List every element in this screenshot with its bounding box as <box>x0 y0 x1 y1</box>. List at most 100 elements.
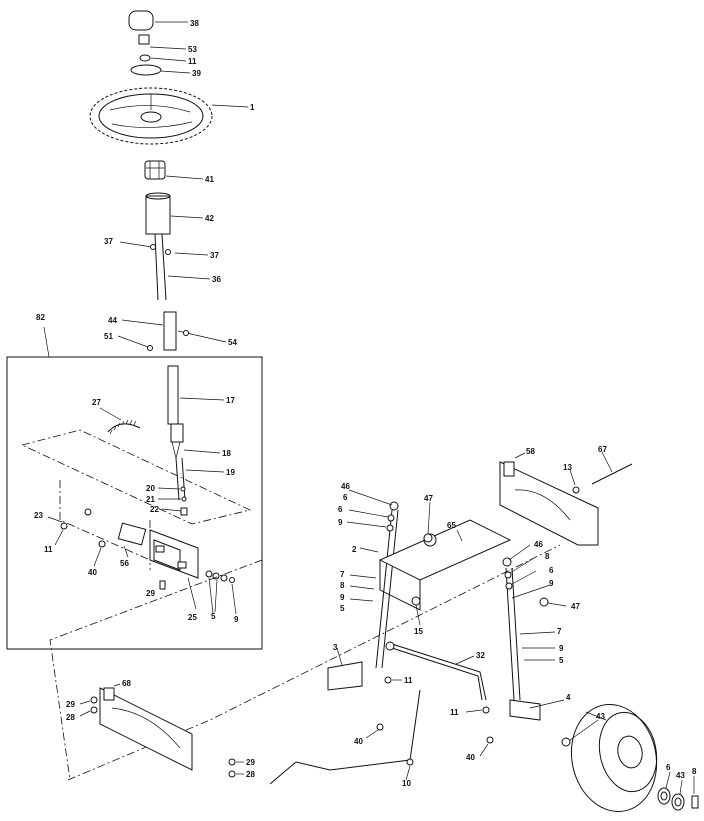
bolt-67 <box>591 451 633 485</box>
callout-32: 32 <box>476 651 485 660</box>
callout-46-right: 46 <box>534 540 543 549</box>
callout-43-bottom: 43 <box>676 771 685 780</box>
callout-58: 58 <box>526 447 535 456</box>
callout-7-left: 7 <box>340 570 345 579</box>
callout-41: 41 <box>205 175 214 184</box>
left-spindle-3 <box>327 647 363 691</box>
wheel-hardware-43-6-8 <box>561 719 699 811</box>
callout-82: 82 <box>36 313 45 322</box>
spindle-4 <box>502 544 565 721</box>
callout-39: 39 <box>192 69 201 78</box>
support-plate-dashed <box>20 429 252 570</box>
callout-56: 56 <box>120 559 129 568</box>
callout-27: 27 <box>92 398 101 407</box>
callout-28-left: 28 <box>66 713 75 722</box>
front-axle-65 <box>378 519 512 611</box>
fasteners-11-23-40 <box>47 508 106 567</box>
steering-shaft-36 <box>119 233 211 301</box>
callout-38: 38 <box>190 19 199 28</box>
callout-19: 19 <box>226 468 235 477</box>
callout-9-inset: 9 <box>234 615 239 624</box>
callout-9-left-b: 9 <box>340 593 345 602</box>
callout-5-left: 5 <box>340 604 345 613</box>
shaft-coupler-44 <box>117 311 227 351</box>
callout-37-left: 37 <box>104 237 113 246</box>
drag-link-pins <box>365 676 494 757</box>
callout-4: 4 <box>566 693 571 702</box>
callout-22: 22 <box>150 505 159 514</box>
spindle-2 <box>346 489 399 669</box>
callout-9-right-b: 9 <box>559 644 564 653</box>
callout-11: 11 <box>188 57 197 66</box>
callout-29-inset: 29 <box>146 589 155 598</box>
callout-29-bottom: 29 <box>246 758 255 767</box>
callout-29-left-a: 29 <box>66 700 75 709</box>
callout-51: 51 <box>104 332 113 341</box>
callout-8-wheel: 8 <box>692 767 697 776</box>
callout-54: 54 <box>228 338 237 347</box>
bracket-25 <box>149 529 199 610</box>
callout-8-right: 8 <box>545 552 550 561</box>
callout-40-inset: 40 <box>88 568 97 577</box>
washer-11 <box>139 54 187 62</box>
callout-43-top: 43 <box>596 712 605 721</box>
nut-13 <box>569 469 580 494</box>
inset-box-82 <box>6 326 263 650</box>
callout-10: 10 <box>402 779 411 788</box>
callout-7-right: 7 <box>557 627 562 636</box>
callout-11-right: 11 <box>450 708 459 717</box>
callout-37-right: 37 <box>210 251 219 260</box>
bushing-15 <box>411 596 421 626</box>
bellows-42 <box>145 192 204 235</box>
callout-42: 42 <box>205 214 214 223</box>
callout-6-left-a: 6 <box>343 493 348 502</box>
center-lines <box>49 544 561 781</box>
callout-65: 65 <box>447 521 456 530</box>
callout-40-right: 40 <box>466 753 475 762</box>
callout-6-wheel: 6 <box>666 763 671 772</box>
callout-47-left: 47 <box>424 494 433 503</box>
callout-17: 17 <box>226 396 235 405</box>
callout-44: 44 <box>108 316 117 325</box>
callout-11-center: 11 <box>404 676 413 685</box>
callout-3: 3 <box>333 643 338 652</box>
callout-13: 13 <box>563 463 572 472</box>
callout-53: 53 <box>188 45 197 54</box>
callout-28-bottom: 28 <box>246 770 255 779</box>
callout-8-left: 8 <box>340 581 345 590</box>
pinion-fasteners-20-22 <box>157 486 188 516</box>
callout-5-right: 5 <box>559 656 564 665</box>
callout-6-right: 6 <box>549 566 554 575</box>
callout-68: 68 <box>122 679 131 688</box>
callout-15: 15 <box>414 627 423 636</box>
callout-67: 67 <box>598 445 607 454</box>
steering-wheel-1 <box>89 87 249 145</box>
callout-9-left: 9 <box>338 518 343 527</box>
callout-25: 25 <box>188 613 197 622</box>
callout-21: 21 <box>146 495 155 504</box>
pivot-56 <box>117 522 147 558</box>
callout-5-inset: 5 <box>211 612 216 621</box>
callout-36: 36 <box>212 275 221 284</box>
sector-gear-27 <box>99 407 141 435</box>
insert-39 <box>130 64 191 76</box>
bracket-68 <box>79 683 244 778</box>
grease-fittings-47 <box>423 501 567 607</box>
callout-18: 18 <box>222 449 231 458</box>
callout-46-left: 46 <box>341 482 350 491</box>
callout-47-right: 47 <box>571 602 580 611</box>
callout-9-right: 9 <box>549 579 554 588</box>
bracket-58 <box>499 452 599 546</box>
front-wheel <box>570 703 658 813</box>
adapter-41 <box>144 160 204 180</box>
callout-11-inset: 11 <box>44 545 53 554</box>
callout-2: 2 <box>352 545 357 554</box>
callout-23: 23 <box>34 511 43 520</box>
steering-cap-38 <box>128 10 188 31</box>
screw-53 <box>138 34 187 50</box>
callout-6-left-b: 6 <box>338 505 343 514</box>
callout-1: 1 <box>250 103 255 112</box>
callout-20: 20 <box>146 484 155 493</box>
steering-column-17 <box>167 365 225 501</box>
